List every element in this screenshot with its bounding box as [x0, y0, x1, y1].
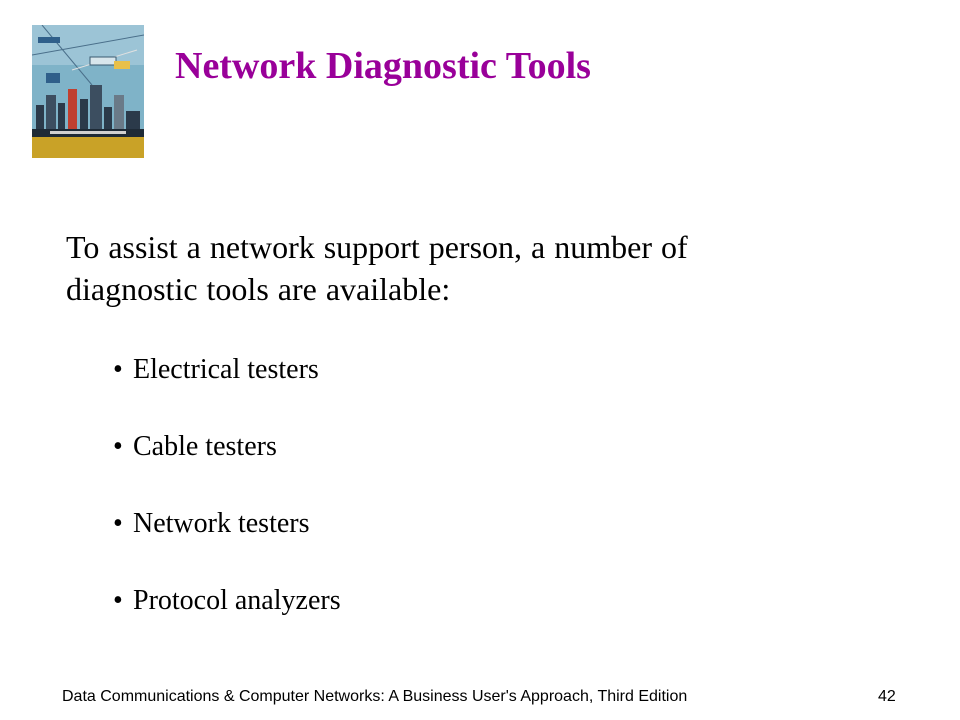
bullet-glyph: • [113, 354, 123, 385]
slide-title: Network Diagnostic Tools [175, 45, 591, 87]
bullet-glyph: • [113, 508, 123, 539]
book-cover-logo [32, 25, 144, 158]
list-item-label: Electrical testers [133, 354, 319, 385]
page-number: 42 [878, 688, 896, 705]
list-item-label: Protocol analyzers [133, 585, 341, 616]
list-item: • Protocol analyzers [113, 581, 341, 658]
intro-paragraph: To assist a network support person, a nu… [66, 229, 688, 307]
list-item-label: Cable testers [133, 431, 277, 462]
bullet-glyph: • [113, 585, 123, 616]
tool-list: • Electrical testers • Cable testers • Netw… [113, 350, 341, 658]
list-item: • Cable testers [113, 427, 341, 504]
list-item: • Network testers [113, 504, 341, 581]
list-item: • Electrical testers [113, 350, 341, 427]
list-item-label: Network testers [133, 508, 310, 539]
footer-text: Data Communications & Computer Networks:… [62, 688, 688, 705]
bullet-glyph: • [113, 431, 123, 462]
